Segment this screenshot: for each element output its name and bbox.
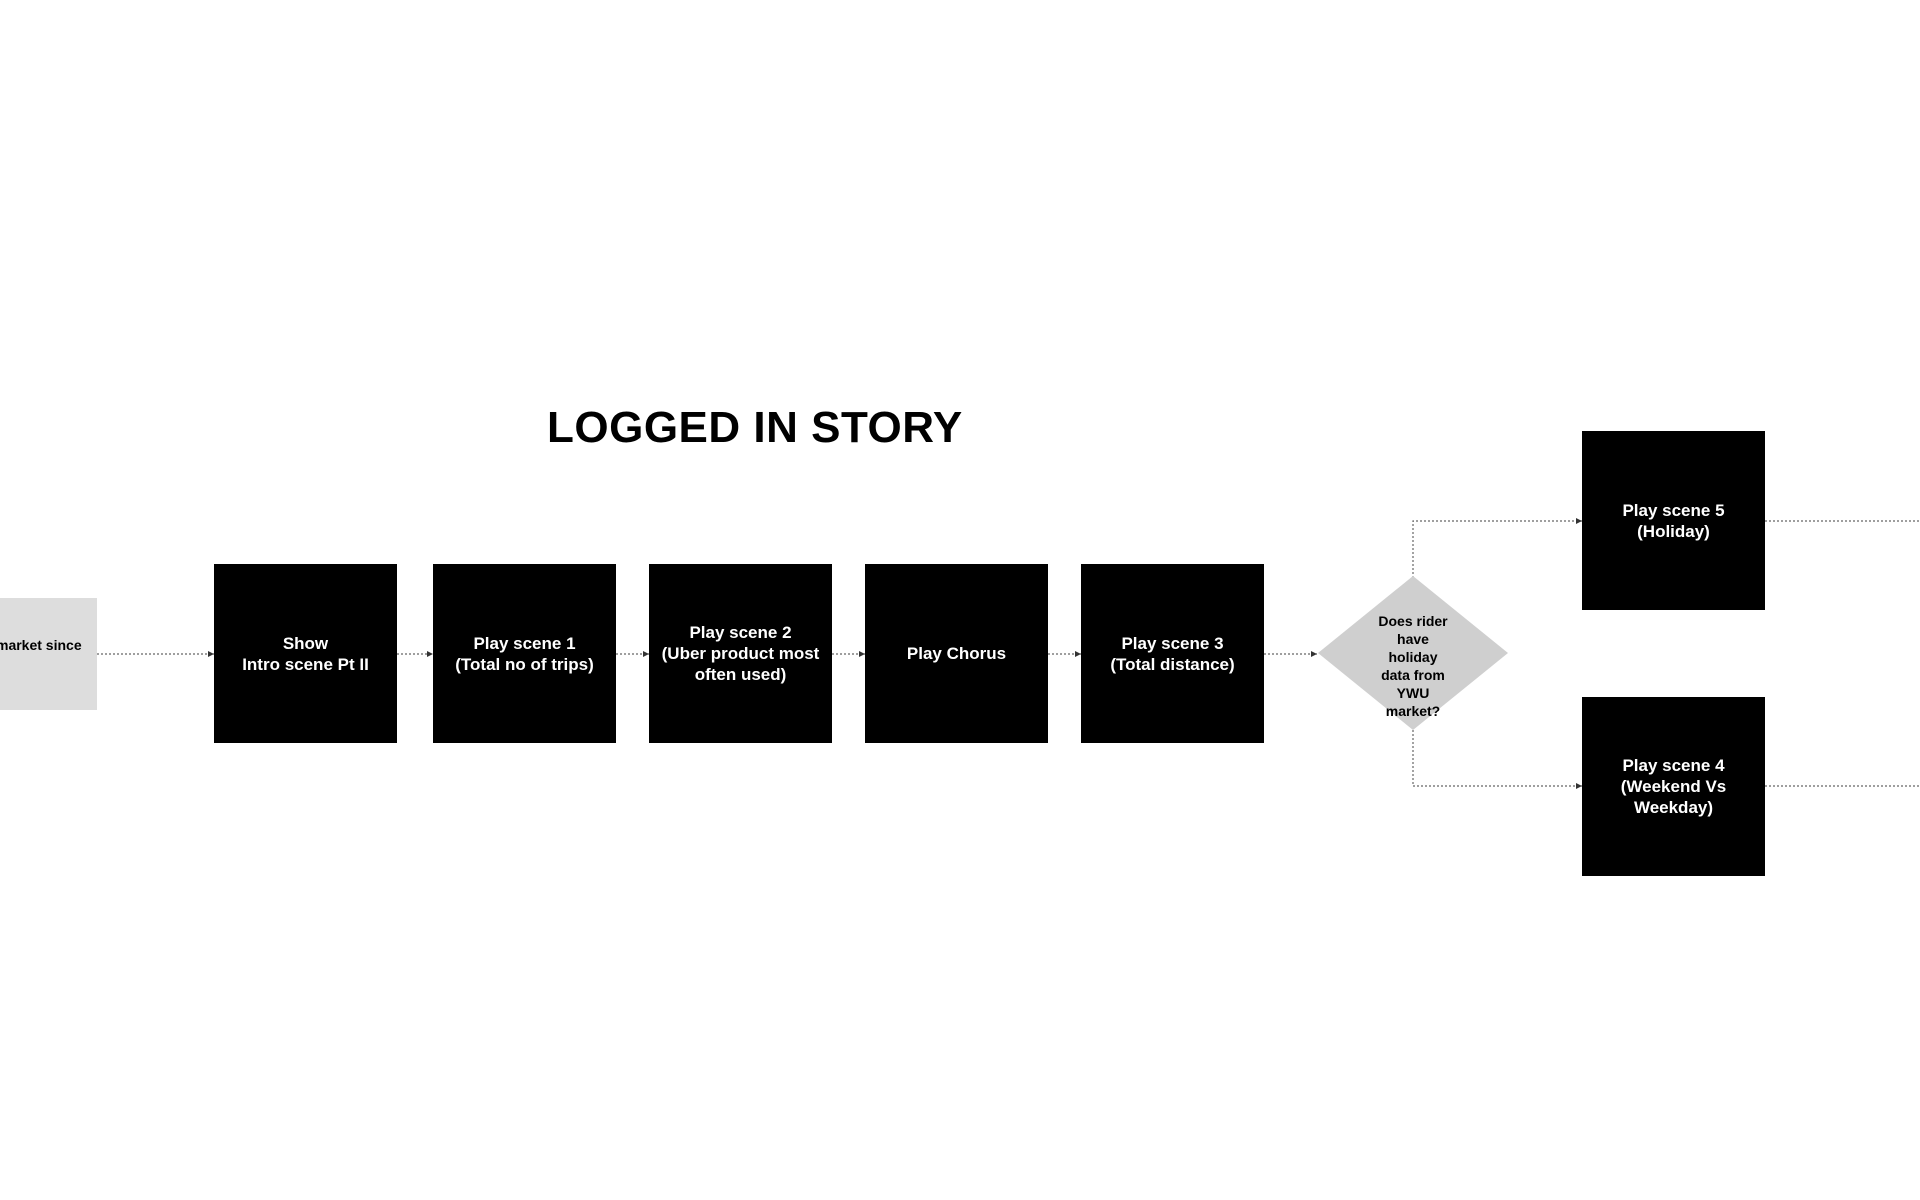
decision-label: Does rider have holiday data from YWU ma… — [1378, 613, 1448, 719]
node-scene-2: Play scene 2 (Uber product most often us… — [649, 564, 832, 743]
connector-decision-scene4 — [1412, 730, 1582, 789]
decision-diamond — [1318, 576, 1508, 730]
node-scene-1: Play scene 1 (Total no of trips) — [433, 564, 616, 743]
node-scene-5: Play scene 5 (Holiday) — [1582, 431, 1765, 610]
node-partial-previous: market since . — [0, 598, 97, 710]
node-chorus: Play Chorus — [865, 564, 1048, 743]
node-scene-4: Play scene 4 (Weekend Vs Weekday) — [1582, 697, 1765, 876]
node-scene-3: Play scene 3 (Total distance) — [1081, 564, 1264, 743]
node-intro-scene: Show Intro scene Pt II — [214, 564, 397, 743]
connector-decision-scene5 — [1412, 518, 1582, 578]
diagram-title: LOGGED IN STORY — [547, 403, 963, 452]
node-partial-label: market since . — [0, 637, 82, 653]
